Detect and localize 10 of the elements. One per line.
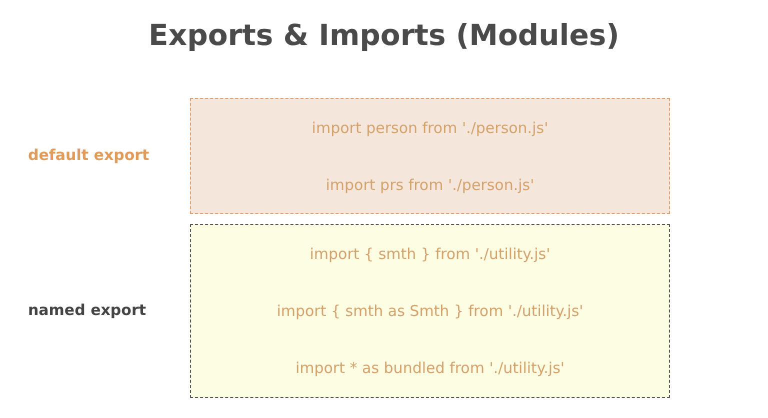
export-type-label: default export bbox=[28, 146, 150, 164]
import-statement: import prs from './person.js' bbox=[326, 176, 534, 194]
export-type-label: named export bbox=[28, 301, 146, 319]
import-statement: import person from './person.js' bbox=[312, 118, 548, 136]
import-statement: import { smth } from './utility.js' bbox=[310, 244, 550, 263]
import-group-box bbox=[190, 98, 670, 214]
diagram-title: Exports & Imports (Modules) bbox=[148, 18, 620, 52]
import-group-box bbox=[190, 224, 670, 398]
import-statement: import * as bundled from './utility.js' bbox=[295, 359, 565, 378]
import-statement: import { smth as Smth } from './utility.js' bbox=[276, 302, 584, 320]
